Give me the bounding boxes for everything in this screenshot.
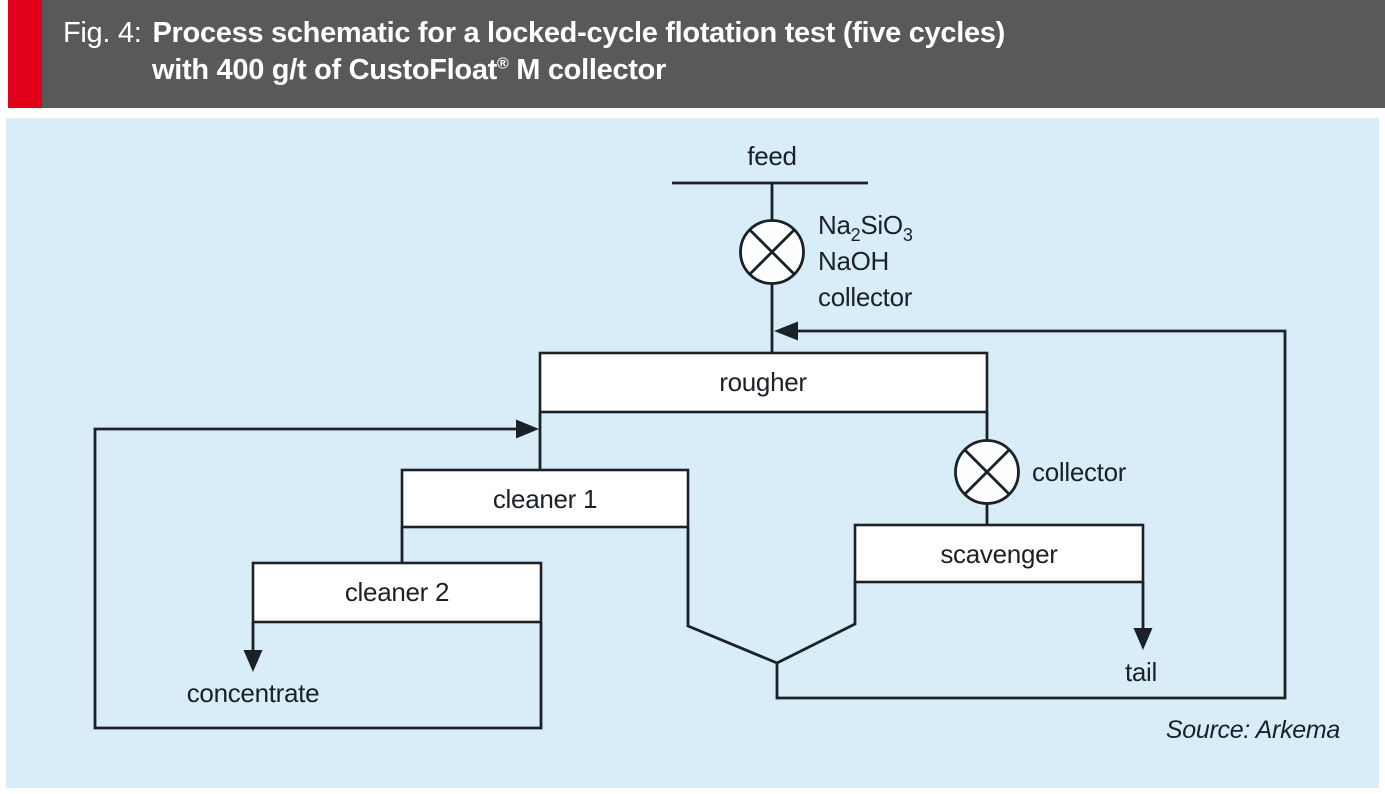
- scavenger-box: scavenger: [853, 523, 1145, 584]
- concentrate-label: concentrate: [187, 678, 320, 708]
- header-band: Fig. 4: Process schematic for a locked-cy…: [42, 0, 1385, 108]
- cleaner2-recycle-arrowhead-icon: [516, 419, 539, 439]
- title-text-2a: with 400 g/t of CustoFloat: [152, 54, 498, 86]
- recycle-arrowhead-icon: [774, 321, 798, 341]
- cleaner1-box: cleaner 1: [400, 468, 690, 529]
- tail-arrowhead-icon: [1133, 628, 1153, 650]
- title-text-1: Process schematic for a locked-cycle flo…: [152, 17, 1006, 49]
- rougher-rect: [538, 351, 989, 414]
- formula-sub-3: 3: [903, 225, 913, 245]
- reagent-naoh-label: NaOH: [818, 246, 889, 276]
- scavenger-label: scavenger: [940, 539, 1058, 569]
- figure-header: Fig. 4: Process schematic for a locked-cy…: [0, 0, 1385, 108]
- rougher-box: rougher: [538, 351, 989, 414]
- cleaner1-label: cleaner 1: [493, 484, 597, 514]
- title-line-1: Fig. 4: Process schematic for a locked-cy…: [63, 15, 1385, 52]
- figure-title: Fig. 4: Process schematic for a locked-cy…: [42, 0, 1385, 89]
- concentrate-arrowhead-icon: [243, 650, 263, 672]
- cleaner2-label: cleaner 2: [345, 577, 449, 607]
- mixer-icon-scavenger: [954, 439, 1020, 505]
- formula-sub-2: 2: [851, 225, 861, 245]
- red-accent-bar: [8, 0, 42, 108]
- recycle-return-line: [775, 329, 1287, 700]
- tail-label: tail: [1125, 657, 1157, 687]
- cleaner1-rect: [400, 468, 690, 529]
- feed-label: feed: [747, 141, 796, 171]
- figure-number: Fig. 4:: [63, 17, 142, 49]
- formula-na: Na: [818, 210, 851, 240]
- source-credit: Source: Arkema: [1166, 716, 1341, 744]
- title-line-2: with 400 g/t of CustoFloat® M collector: [63, 52, 1385, 89]
- diagram-panel: [6, 118, 1379, 788]
- funnel-left-line: [686, 527, 778, 665]
- funnel-right-line: [776, 582, 857, 665]
- rougher-label: rougher: [719, 367, 807, 397]
- scavenger-rect: [853, 523, 1145, 584]
- mixer-icon-feed: [739, 219, 805, 285]
- title-text-2b: M collector: [508, 54, 667, 86]
- cleaner2-recycle-line: [93, 427, 543, 730]
- formula-sio: SiO: [860, 210, 902, 240]
- mixer-cross-line: [748, 228, 796, 276]
- reagent-formula-label: Na2SiO3: [818, 210, 913, 245]
- collector2-label: collector: [1032, 457, 1127, 487]
- cleaner2-box: cleaner 2: [251, 561, 543, 624]
- reagent-collector-label: collector: [818, 282, 913, 312]
- registered-trademark-symbol: ®: [497, 55, 509, 73]
- cleaner2-rect: [251, 561, 543, 624]
- mixer-cross-line: [963, 448, 1011, 496]
